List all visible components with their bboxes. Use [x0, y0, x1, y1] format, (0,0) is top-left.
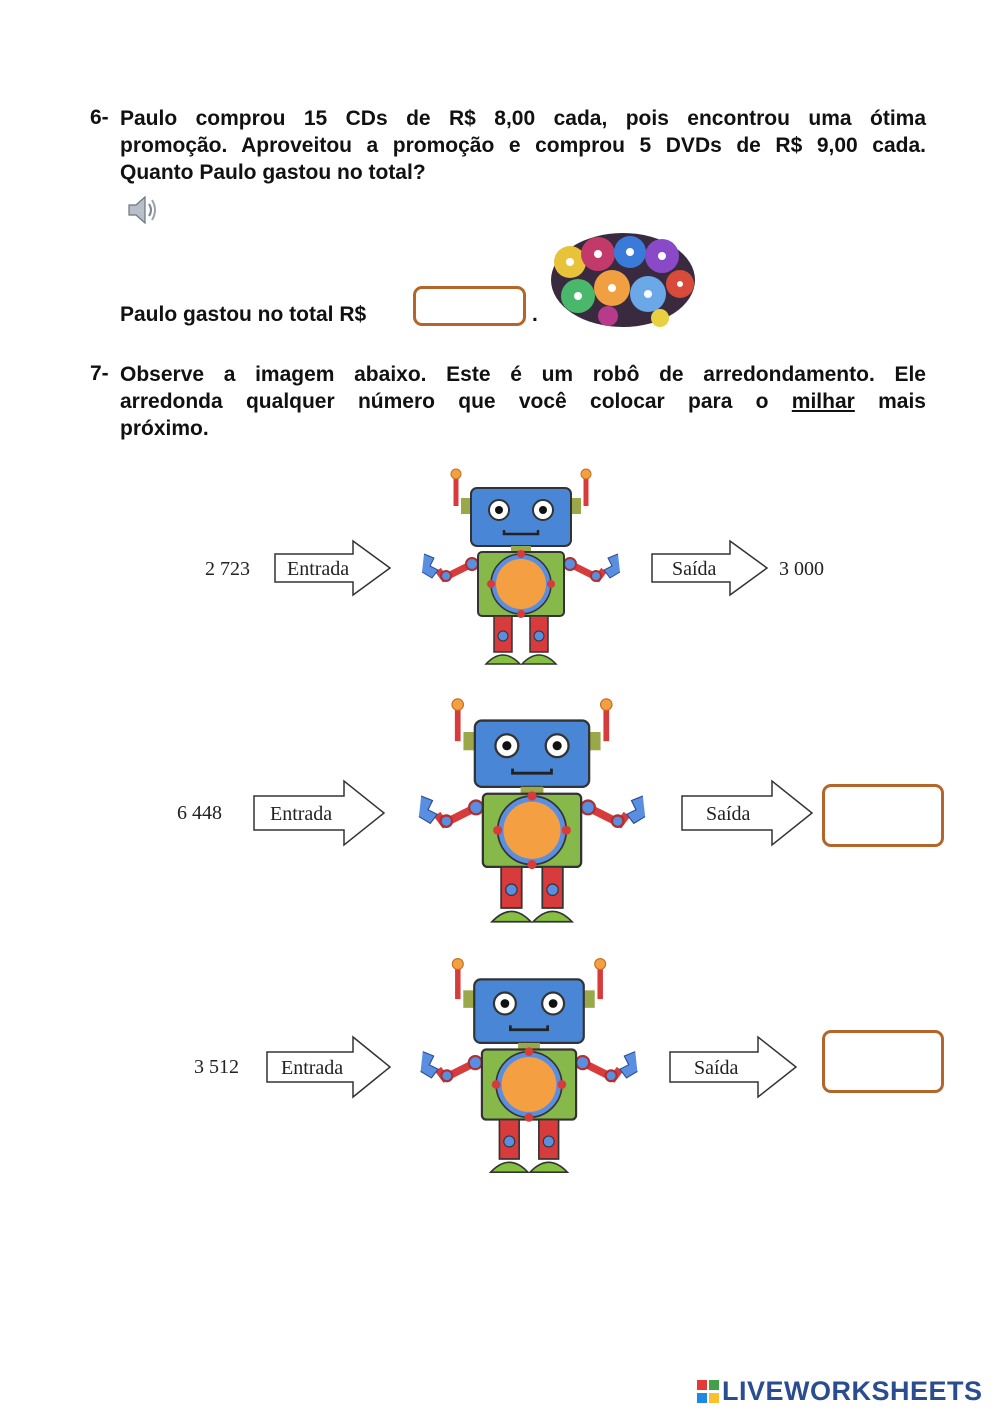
question-7-line-2-start: arredonda qualquer número que você coloc…: [120, 390, 769, 413]
underlined-word-milhar: milhar: [791, 390, 855, 413]
robot-1-input-number: 2 723: [205, 558, 250, 580]
robot-2-answer-input[interactable]: [822, 784, 944, 847]
cds-collage-image: [550, 232, 696, 328]
robot-2-entrada-label: Entrada: [270, 803, 332, 825]
robot-3-entrada-label: Entrada: [281, 1057, 343, 1079]
robot-3-saida-label: Saída: [694, 1057, 739, 1079]
robot-2-input-number: 6 448: [177, 802, 222, 824]
question-7-line-1: Observe a imagem abaixo. Este é um robô …: [120, 363, 926, 386]
robot-2-entrada-arrow: Entrada: [253, 779, 386, 847]
question-6-line-3: Quanto Paulo gastou no total?: [120, 161, 426, 184]
robot-3-input-number: 3 512: [194, 1056, 239, 1078]
question-6-number: 6-: [90, 106, 109, 129]
robot-3-entrada-arrow: Entrada: [266, 1035, 392, 1099]
robot-2-image: [418, 698, 646, 923]
robot-1-saida-label: Saída: [672, 558, 717, 580]
robot-3-image: [420, 958, 638, 1173]
question-6-line-2: promoção. Aproveitou a promoção e compro…: [120, 134, 926, 157]
robot-1-image: [421, 468, 621, 665]
question-7-line-2-end: mais: [878, 390, 926, 413]
robot-2-saida-label: Saída: [706, 803, 751, 825]
speaker-icon[interactable]: [126, 194, 162, 226]
question-7-line-2: arredonda qualquer número que você coloc…: [120, 388, 926, 415]
robot-3-saida-arrow: Saída: [669, 1035, 798, 1099]
question-7-line-3: próximo.: [120, 417, 209, 440]
question-6-text: Paulo comprou 15 CDs de R$ 8,00 cada, po…: [120, 105, 926, 186]
robot-1-output-number: 3 000: [779, 558, 824, 580]
question-7-number: 7-: [90, 362, 109, 385]
question-7-text: Observe a imagem abaixo. Este é um robô …: [120, 361, 926, 442]
question-6-line-1: Paulo comprou 15 CDs de R$ 8,00 cada, po…: [120, 107, 926, 130]
liveworksheets-logo-icon: [697, 1380, 719, 1404]
question-6-answer-input[interactable]: [413, 286, 526, 326]
robot-2-saida-arrow: Saída: [681, 779, 814, 847]
robot-1-entrada-arrow: Entrada: [274, 539, 392, 597]
question-6-answer-label: Paulo gastou no total R$: [120, 303, 367, 326]
liveworksheets-brand: LIVEWORKSHEETS: [722, 1376, 983, 1406]
question-6-answer-period: .: [532, 303, 538, 326]
robot-1-saida-arrow: Saída: [651, 539, 769, 597]
robot-3-answer-input[interactable]: [822, 1030, 944, 1093]
robot-1-entrada-label: Entrada: [287, 558, 349, 580]
